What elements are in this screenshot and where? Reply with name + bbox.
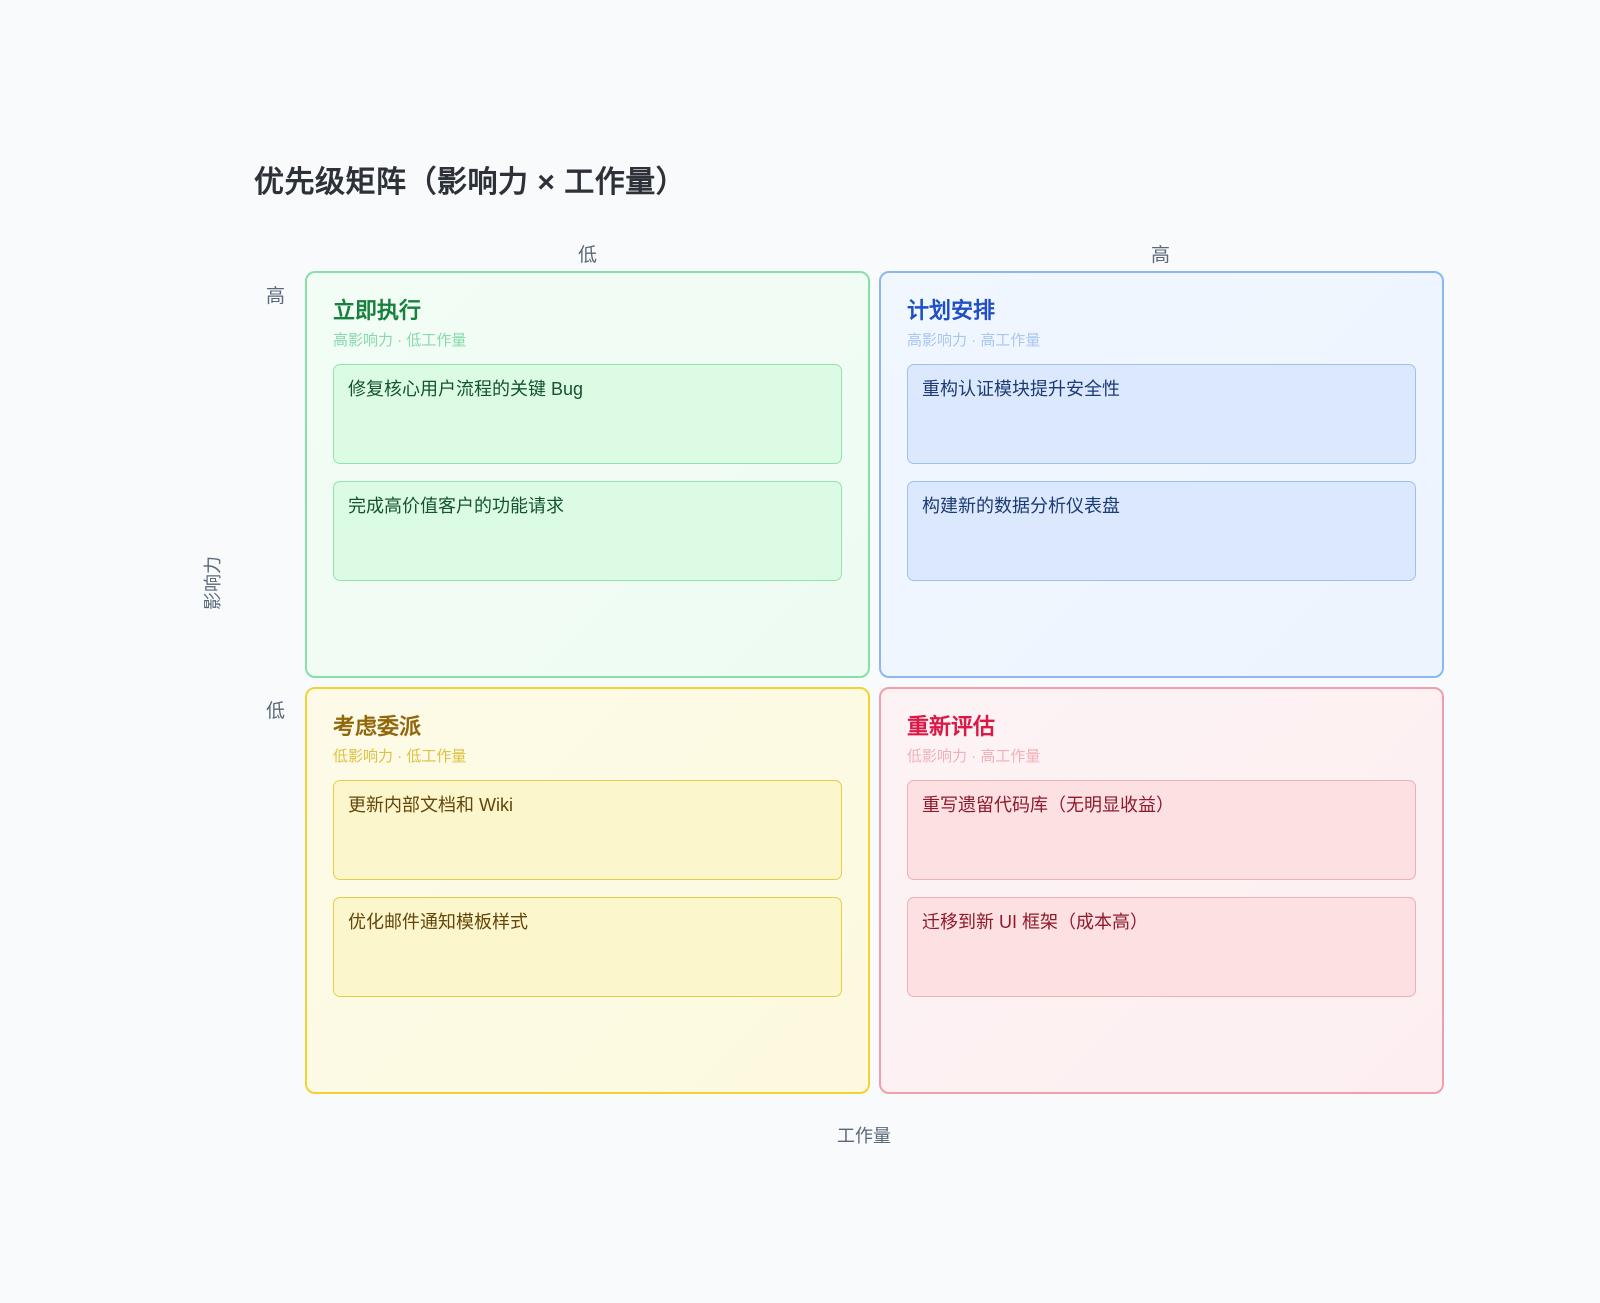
quadrant-title: 计划安排 bbox=[907, 298, 996, 323]
quadrant-subtitle: 高影响力 · 低工作量 bbox=[333, 331, 467, 349]
task-card[interactable]: 修复核心用户流程的关键 Bug bbox=[333, 364, 842, 464]
task-card[interactable]: 完成高价值客户的功能请求 bbox=[333, 481, 842, 581]
quadrant-do[interactable]: 立即执行 高影响力 · 低工作量 修复核心用户流程的关键 Bug 完成高价值客户… bbox=[305, 271, 870, 678]
task-card[interactable]: 优化邮件通知模板样式 bbox=[333, 897, 842, 997]
x-axis-title: 工作量 bbox=[837, 1126, 891, 1146]
quadrant-plan[interactable]: 计划安排 高影响力 · 高工作量 重构认证模块提升安全性 构建新的数据分析仪表盘 bbox=[879, 271, 1444, 678]
quadrant-subtitle: 低影响力 · 低工作量 bbox=[333, 747, 467, 765]
x-axis-tick-high: 高 bbox=[1150, 245, 1170, 266]
quadrant-title: 立即执行 bbox=[333, 298, 422, 323]
quadrant-subtitle: 高影响力 · 高工作量 bbox=[907, 331, 1041, 349]
task-card[interactable]: 迁移到新 UI 框架（成本高） bbox=[907, 897, 1416, 997]
task-card-list: 更新内部文档和 Wiki 优化邮件通知模板样式 bbox=[333, 780, 842, 997]
task-card[interactable]: 更新内部文档和 Wiki bbox=[333, 780, 842, 880]
matrix-grid: 立即执行 高影响力 · 低工作量 修复核心用户流程的关键 Bug 完成高价值客户… bbox=[305, 271, 1444, 1097]
task-card[interactable]: 重写遗留代码库（无明显收益） bbox=[907, 780, 1416, 880]
task-card[interactable]: 构建新的数据分析仪表盘 bbox=[907, 481, 1416, 581]
x-axis-tick-low: 低 bbox=[577, 245, 597, 266]
quadrant-title: 重新评估 bbox=[907, 714, 996, 739]
task-card-list: 修复核心用户流程的关键 Bug 完成高价值客户的功能请求 bbox=[333, 364, 842, 581]
quadrant-reconsider[interactable]: 重新评估 低影响力 · 高工作量 重写遗留代码库（无明显收益） 迁移到新 UI … bbox=[879, 687, 1444, 1094]
task-card[interactable]: 重构认证模块提升安全性 bbox=[907, 364, 1416, 464]
page-title: 优先级矩阵（影响力 × 工作量） bbox=[254, 166, 687, 199]
quadrant-delegate[interactable]: 考虑委派 低影响力 · 低工作量 更新内部文档和 Wiki 优化邮件通知模板样式 bbox=[305, 687, 870, 1094]
y-axis-title: 影响力 bbox=[203, 556, 223, 610]
y-axis-tick-high: 高 bbox=[266, 286, 286, 307]
y-axis-tick-low: 低 bbox=[266, 701, 286, 722]
task-card-list: 重构认证模块提升安全性 构建新的数据分析仪表盘 bbox=[907, 364, 1416, 581]
quadrant-title: 考虑委派 bbox=[333, 714, 422, 739]
task-card-list: 重写遗留代码库（无明显收益） 迁移到新 UI 框架（成本高） bbox=[907, 780, 1416, 997]
quadrant-subtitle: 低影响力 · 高工作量 bbox=[907, 747, 1041, 765]
